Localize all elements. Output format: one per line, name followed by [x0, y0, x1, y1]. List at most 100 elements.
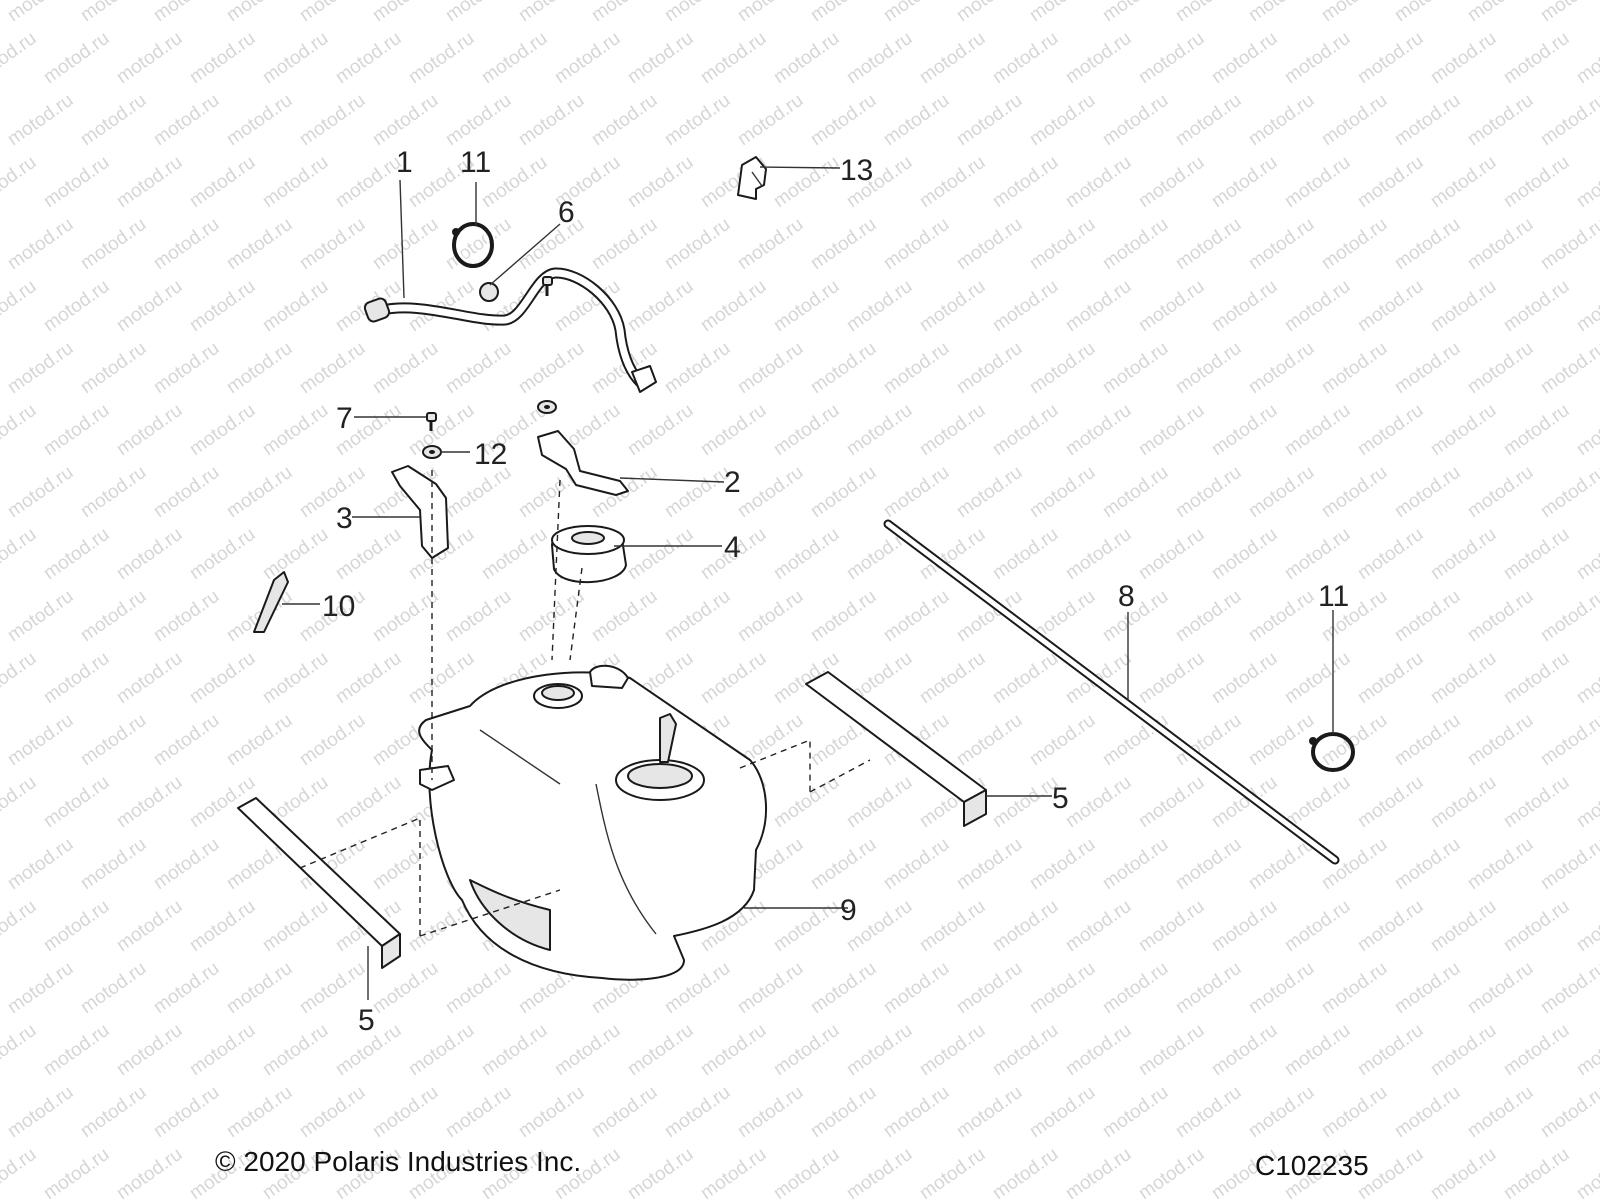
watermark-text: motod.ru — [515, 586, 588, 646]
watermark-text: motod.ru — [1391, 214, 1464, 274]
watermark-text: motod.ru — [989, 152, 1062, 212]
watermark-text: motod.ru — [1208, 648, 1281, 708]
callout-6: 6 — [558, 196, 575, 229]
watermark-text: motod.ru — [1464, 710, 1537, 770]
watermark-text: motod.ru — [916, 1144, 989, 1200]
watermark-text: motod.ru — [150, 834, 223, 894]
watermark-text: motod.ru — [1245, 90, 1318, 150]
watermark-text: motod.ru — [369, 586, 442, 646]
watermark-text: motod.ru — [296, 710, 369, 770]
bracket-2-part — [537, 430, 629, 496]
watermark-text: motod.ru — [1537, 1082, 1600, 1142]
watermark-text: motod.ru — [186, 28, 259, 88]
callout-13: 13 — [840, 154, 873, 187]
watermark-text: motod.ru — [1026, 90, 1099, 150]
watermark-text: motod.ru — [1245, 586, 1318, 646]
watermark-text: motod.ru — [40, 1144, 113, 1200]
watermark-text: motod.ru — [1318, 338, 1391, 398]
copyright-notice: © 2020 Polaris Industries Inc. — [215, 1146, 582, 1177]
watermark-text: motod.ru — [1099, 90, 1172, 150]
watermark-text: motod.ru — [989, 400, 1062, 460]
watermark-text: motod.ru — [1172, 586, 1245, 646]
figure-code: C102235 — [1255, 1150, 1369, 1181]
watermark-text: motod.ru — [1318, 214, 1391, 274]
watermark-text: motod.ru — [697, 648, 770, 708]
watermark-text: motod.ru — [1427, 648, 1500, 708]
watermark-text: motod.ru — [1391, 90, 1464, 150]
watermark-text: motod.ru — [77, 90, 150, 150]
fuel-cap-part — [551, 525, 627, 584]
vent-hose-part — [363, 267, 657, 393]
watermark-text: motod.ru — [1537, 586, 1600, 646]
watermark-text: motod.ru — [77, 338, 150, 398]
assembly-lines — [299, 470, 871, 937]
callout-10: 10 — [322, 590, 355, 623]
watermark-text: motod.ru — [624, 276, 697, 336]
watermark-text: motod.ru — [734, 338, 807, 398]
watermark-text: motod.ru — [4, 958, 77, 1018]
watermark-text: motod.ru — [1208, 276, 1281, 336]
callout-9: 9 — [840, 894, 857, 927]
watermark-text: motod.ru — [697, 1020, 770, 1080]
watermark-text: motod.ru — [843, 400, 916, 460]
watermark-text: motod.ru — [807, 0, 880, 26]
watermark-text: motod.ru — [624, 28, 697, 88]
watermark-text: motod.ru — [770, 1144, 843, 1200]
watermark-text: motod.ru — [442, 958, 515, 1018]
watermark-text: motod.ru — [40, 648, 113, 708]
watermark-text: motod.ru — [843, 276, 916, 336]
watermark-text: motod.ru — [1537, 462, 1600, 522]
watermark-text: motod.ru — [40, 896, 113, 956]
watermark-text: motod.ru — [296, 0, 369, 26]
watermark-text: motod.ru — [1464, 1082, 1537, 1142]
watermark-text: motod.ru — [989, 648, 1062, 708]
watermark-text: motod.ru — [953, 462, 1026, 522]
watermark-text: motod.ru — [515, 0, 588, 26]
watermark-text: motod.ru — [1062, 772, 1135, 832]
watermark-text: motod.ru — [515, 1082, 588, 1142]
watermark-text: motod.ru — [770, 524, 843, 584]
watermark-text: motod.ru — [1172, 0, 1245, 26]
watermark-text: motod.ru — [0, 524, 40, 584]
watermark-text: motod.ru — [1172, 338, 1245, 398]
watermark-text: motod.ru — [0, 214, 4, 274]
watermark-text: motod.ru — [113, 1144, 186, 1200]
watermark-text: motod.ru — [405, 28, 478, 88]
watermark-text: motod.ru — [1062, 1020, 1135, 1080]
watermark-text: motod.ru — [259, 524, 332, 584]
watermark-text: motod.ru — [259, 276, 332, 336]
watermark-text: motod.ru — [259, 400, 332, 460]
watermark-text: motod.ru — [1391, 462, 1464, 522]
watermark-text: motod.ru — [1135, 152, 1208, 212]
pad-10-part — [253, 571, 289, 633]
watermark-text: motod.ru — [1208, 1020, 1281, 1080]
watermark-text: motod.ru — [1208, 28, 1281, 88]
watermark-text: motod.ru — [77, 214, 150, 274]
watermark-text: motod.ru — [1135, 400, 1208, 460]
watermark-text: motod.ru — [661, 338, 734, 398]
watermark-text: motod.ru — [624, 400, 697, 460]
watermark-text: motod.ru — [916, 152, 989, 212]
watermark-text: motod.ru — [40, 524, 113, 584]
watermark-text: motod.ru — [1427, 1020, 1500, 1080]
watermark-text: motod.ru — [442, 90, 515, 150]
watermark-text: motod.ru — [223, 1082, 296, 1142]
watermark-text: motod.ru — [1318, 1082, 1391, 1142]
watermark-text: motod.ru — [734, 958, 807, 1018]
watermark-text: motod.ru — [953, 1082, 1026, 1142]
watermark-text: motod.ru — [1537, 710, 1600, 770]
watermark-text: motod.ru — [0, 710, 4, 770]
watermark-text: motod.ru — [1354, 648, 1427, 708]
watermark-text: motod.ru — [1464, 586, 1537, 646]
watermark-text: motod.ru — [1135, 648, 1208, 708]
watermark-text: motod.ru — [1537, 214, 1600, 274]
watermark-text: motod.ru — [1172, 462, 1245, 522]
watermark-text: motod.ru — [770, 1020, 843, 1080]
watermark-text: motod.ru — [0, 958, 4, 1018]
watermark-text: motod.ru — [1135, 896, 1208, 956]
watermark-text: motod.ru — [259, 152, 332, 212]
screw-part — [426, 276, 553, 431]
watermark-text: motod.ru — [77, 1082, 150, 1142]
watermark-text: motod.ru — [588, 0, 661, 26]
watermark-text: motod.ru — [1500, 772, 1573, 832]
